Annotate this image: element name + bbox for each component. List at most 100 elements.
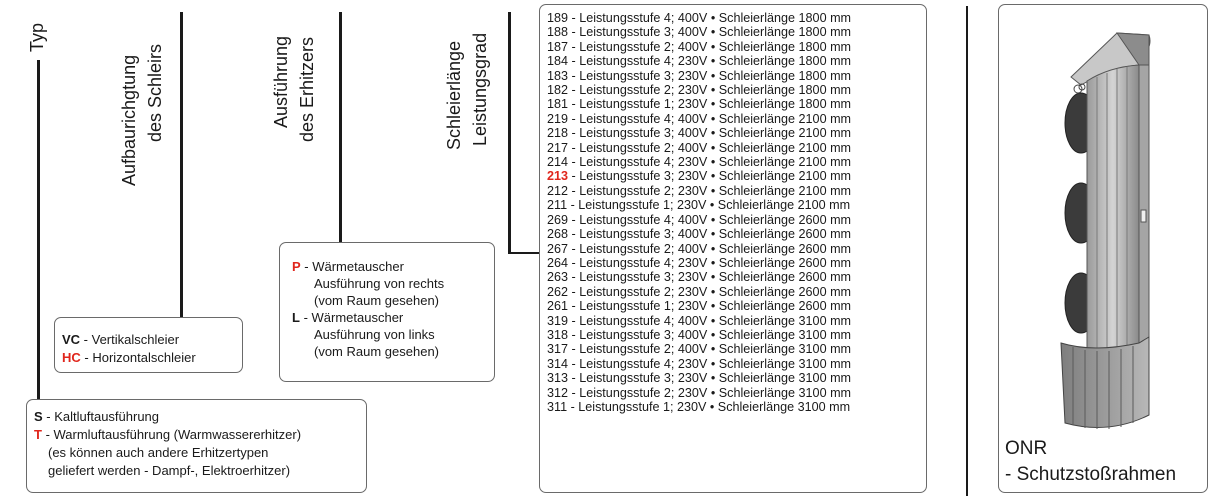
type-options-box: S - Kaltluftausführung T - Warmluftausfü… <box>26 399 367 493</box>
list-item-code: 319 <box>547 313 569 328</box>
list-item-text: - Leistungsstufe 2; 230V • Schleierlänge… <box>568 83 852 98</box>
list-item: 269 - Leistungsstufe 4; 400V • Schleierl… <box>547 213 926 227</box>
list-item-text: - Leistungsstufe 3; 400V • Schleierlänge… <box>568 25 852 40</box>
list-item-text: - Leistungsstufe 1; 230V • Schleierlänge… <box>568 299 852 314</box>
option-picture-box: ONR - Schutzstoßrahmen <box>998 4 1208 493</box>
text-p-line3: (vom Raum gesehen) <box>314 293 439 308</box>
list-item: 214 - Leistungsstufe 4; 230V • Schleierl… <box>547 155 926 169</box>
code-t: T <box>34 427 42 442</box>
list-item: 217 - Leistungsstufe 2; 400V • Schleierl… <box>547 141 926 155</box>
list-item-code: 188 <box>547 25 569 40</box>
heater-options-box: P - Wärmetauscher Ausführung von rechts … <box>279 242 495 382</box>
list-item: 262 - Leistungsstufe 2; 230V • Schleierl… <box>547 285 926 299</box>
option-s: S - Kaltluftausführung <box>34 409 366 425</box>
list-item-text: - Leistungsstufe 4; 230V • Schleierlänge… <box>568 155 852 170</box>
header-leistungsgrad-line2: Leistungsgrad <box>470 32 490 146</box>
text-hc: - Horizontalschleier <box>80 350 196 365</box>
list-item-code: 212 <box>547 183 569 198</box>
option-l: L - Wärmetauscher <box>292 310 494 326</box>
list-item-code: 217 <box>547 140 569 155</box>
list-item-code: 219 <box>547 111 569 126</box>
list-item-code: 263 <box>547 270 569 285</box>
header-ausfuehrung-line2: des Erhitzers <box>297 36 317 142</box>
option-hc: HC - Horizontalschleier <box>62 350 242 366</box>
list-item: 263 - Leistungsstufe 3; 230V • Schleierl… <box>547 270 926 284</box>
list-item: 187 - Leistungsstufe 2; 400V • Schleierl… <box>547 40 926 54</box>
list-item: 219 - Leistungsstufe 4; 400V • Schleierl… <box>547 112 926 126</box>
list-item: 182 - Leistungsstufe 2; 230V • Schleierl… <box>547 83 926 97</box>
header-aufbau-line2: des Schleirs <box>145 43 165 142</box>
header-typ: Typ <box>27 22 47 52</box>
list-item-code: 214 <box>547 155 569 170</box>
list-item-text: - Leistungsstufe 4; 230V • Schleierlänge… <box>568 255 852 270</box>
list-item-code: 269 <box>547 212 569 227</box>
list-item: 314 - Leistungsstufe 4; 230V • Schleierl… <box>547 357 926 371</box>
option-t: T - Warmluftausführung (Warmwassererhitz… <box>34 427 366 443</box>
list-item-text: - Leistungsstufe 1; 230V • Schleierlänge… <box>568 97 852 112</box>
list-item-text: - Leistungsstufe 4; 400V • Schleierlänge… <box>568 111 852 126</box>
text-s: - Kaltluftausführung <box>42 409 160 424</box>
option-caption-schutzstossrahmen: - Schutzstoßrahmen <box>1005 464 1177 485</box>
list-item: 189 - Leistungsstufe 4; 400V • Schleierl… <box>547 11 926 25</box>
header-schleierlaenge-line1: Schleierlänge <box>444 40 464 150</box>
list-item-code: 187 <box>547 39 569 54</box>
text-t-line3: geliefert werden - Dampf-, Elektroerhitz… <box>48 463 291 478</box>
header-ausfuehrung-line1: Ausführung <box>271 35 291 128</box>
list-item-text: - Leistungsstufe 2; 230V • Schleierlänge… <box>568 385 852 400</box>
list-item-text: - Leistungsstufe 3; 230V • Schleierlänge… <box>568 169 852 184</box>
text-l-line2: Ausführung von links <box>314 327 435 342</box>
list-item-code: 318 <box>547 327 569 342</box>
list-item-code: 183 <box>547 68 569 83</box>
list-item: 211 - Leistungsstufe 1; 230V • Schleierl… <box>547 198 926 212</box>
header-aufbau-line1: Aufbaurichgtung <box>119 54 139 186</box>
list-item: 261 - Leistungsstufe 1; 230V • Schleierl… <box>547 299 926 313</box>
list-item-text: - Leistungsstufe 3; 400V • Schleierlänge… <box>568 327 852 342</box>
list-item-code: 184 <box>547 54 569 69</box>
list-item: 188 - Leistungsstufe 3; 400V • Schleierl… <box>547 25 926 39</box>
list-item: 317 - Leistungsstufe 2; 400V • Schleierl… <box>547 342 926 356</box>
list-item-text: - Leistungsstufe 1; 230V • Schleierlänge… <box>567 198 851 213</box>
text-l-line3: (vom Raum gesehen) <box>314 344 439 359</box>
option-vc: VC - Vertikalschleier <box>62 332 242 348</box>
direction-options-box: VC - Vertikalschleier HC - Horizontalsch… <box>54 317 243 373</box>
list-item: 312 - Leistungsstufe 2; 230V • Schleierl… <box>547 386 926 400</box>
text-p: - Wärmetauscher <box>300 259 404 274</box>
list-item-code: 181 <box>547 97 569 112</box>
list-item: 183 - Leistungsstufe 3; 230V • Schleierl… <box>547 69 926 83</box>
list-item: 264 - Leistungsstufe 4; 230V • Schleierl… <box>547 256 926 270</box>
list-item-text: - Leistungsstufe 3; 400V • Schleierlänge… <box>568 126 852 141</box>
list-item-code: 189 <box>547 11 569 25</box>
list-item: 213 - Leistungsstufe 3; 230V • Schleierl… <box>547 169 926 183</box>
list-item-code: 211 <box>547 198 568 213</box>
list-item-text: - Leistungsstufe 3; 400V • Schleierlänge… <box>568 227 852 242</box>
list-item: 319 - Leistungsstufe 4; 400V • Schleierl… <box>547 314 926 328</box>
list-item-code: 213 <box>547 169 569 184</box>
option-p: P - Wärmetauscher <box>292 259 494 275</box>
code-l: L <box>292 310 300 325</box>
list-item: 313 - Leistungsstufe 3; 230V • Schleierl… <box>547 371 926 385</box>
list-item-text: - Leistungsstufe 4; 400V • Schleierlänge… <box>568 212 852 227</box>
text-l: - Wärmetauscher <box>299 310 404 325</box>
code-p: P <box>292 259 301 274</box>
list-item: 218 - Leistungsstufe 3; 400V • Schleierl… <box>547 126 926 140</box>
aufbau-connector-line <box>180 12 183 318</box>
schleierlaenge-connector-line <box>508 12 511 254</box>
code-hc: HC <box>62 350 81 365</box>
list-item-text: - Leistungsstufe 3; 230V • Schleierlänge… <box>568 371 852 386</box>
list-item-code: 261 <box>547 299 569 314</box>
text-t: - Warmluftausführung (Warmwassererhitzer… <box>41 427 302 442</box>
typ-connector-line <box>37 60 40 401</box>
list-item-text: - Leistungsstufe 2; 400V • Schleierlänge… <box>568 140 852 155</box>
list-item-code: 313 <box>547 371 569 386</box>
list-item-code: 314 <box>547 356 569 371</box>
air-curtain-unit-drawing <box>1060 32 1151 429</box>
list-item-code: 262 <box>547 284 569 299</box>
list-item-code: 311 <box>547 399 568 414</box>
list-item: 318 - Leistungsstufe 3; 400V • Schleierl… <box>547 328 926 342</box>
list-item-text: - Leistungsstufe 1; 230V • Schleierlänge… <box>567 399 851 414</box>
list-item-text: - Leistungsstufe 2; 400V • Schleierlänge… <box>568 241 852 256</box>
code-vc: VC <box>62 332 81 347</box>
text-p-line2: Ausführung von rechts <box>314 276 445 291</box>
list-item-code: 312 <box>547 385 569 400</box>
list-item-code: 317 <box>547 342 569 357</box>
